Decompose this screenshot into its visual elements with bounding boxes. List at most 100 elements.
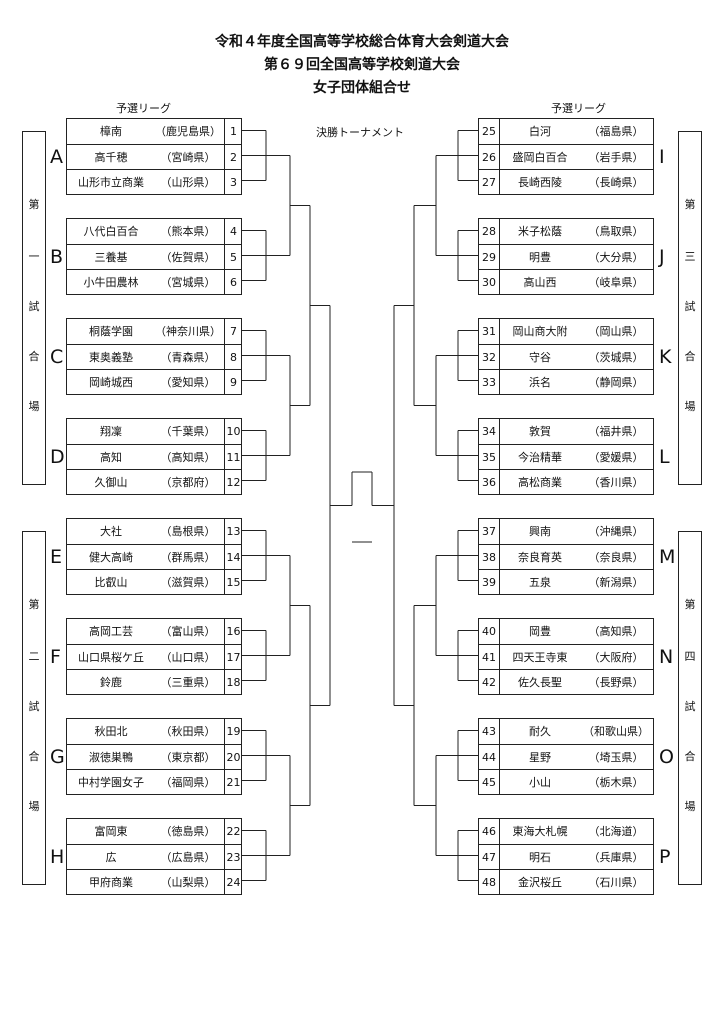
team-number: 33 [479,370,500,395]
team-row: 山口県桜ケ丘（山口県）17 [67,644,241,670]
team-number: 23 [224,845,242,870]
team-prefecture: （福岡県） [160,776,216,789]
team-prefecture: （静岡県） [588,376,644,389]
team-number: 30 [479,270,500,295]
team-name: 明石 [529,851,551,864]
team-row: 岡山商大附（岡山県）31 [479,319,653,344]
team-row: 東奥義塾（青森県）8 [67,344,241,370]
prelim-league-label-right: 予選リーグ [551,102,606,115]
team-name: 興南 [529,525,551,538]
team-prefecture: （京都府） [160,476,216,489]
team-name: 盛岡白百合 [512,151,568,164]
team-row: 白河（福島県）25 [479,119,653,144]
team-name: 奈良育英 [518,551,562,564]
team-prefecture: （大分県） [588,251,644,264]
team-row: 金沢桜丘（石川県）48 [479,869,653,895]
team-row: 高岡工芸（富山県）16 [67,619,241,644]
team-row: 久御山（京都府）12 [67,469,241,495]
team-name: 佐久長聖 [518,676,562,689]
team-name: 今治精華 [518,451,562,464]
venue-char: 試 [28,300,40,313]
team-row: 盛岡白百合 （岩手県） 26 [479,144,653,170]
team-row: 八代白百合（熊本県）4 [67,219,241,244]
team-row: 高山西（岐阜県）30 [479,269,653,295]
team-prefecture: （岐阜県） [588,276,644,289]
team-name: 高松商業 [518,476,562,489]
team-number: 38 [479,545,500,570]
team-number: 16 [224,619,242,644]
venue-char: 合 [28,750,40,763]
team-prefecture: （福島県） [588,125,644,138]
team-name: 白河 [529,125,551,138]
team-prefecture: （長崎県） [588,176,644,189]
team-prefecture: （神奈川県） [155,325,221,338]
team-name: 耐久 [529,725,551,738]
team-prefecture: （山口県） [160,651,216,664]
team-prefecture: （滋賀県） [160,576,216,589]
venue-char: 場 [684,400,696,413]
team-name: 小山 [529,776,551,789]
team-prefecture: （鹿児島県） [155,125,221,138]
team-number: 27 [479,170,500,195]
team-prefecture: （栃木県） [588,776,644,789]
team-number: 29 [479,245,500,270]
team-row: 中村学園女子（福岡県）21 [67,769,241,795]
team-number: 24 [224,870,242,895]
team-name: 富岡東 [94,825,128,838]
team-number: 5 [224,245,242,270]
team-prefecture: （兵庫県） [588,851,644,864]
team-row: 興南（沖縄県）37 [479,519,653,544]
group-letter: J [659,246,665,268]
venue-char: 試 [684,700,696,713]
venue-char: 第 [684,598,696,611]
team-row: 守谷（茨城県）32 [479,344,653,370]
group-letter: B [50,246,64,268]
team-name: 比叡山 [94,576,128,589]
team-prefecture: （岩手県） [588,151,644,164]
venue-char: 合 [684,350,696,363]
group-letter: L [659,446,670,468]
team-row: 耐久（和歌山県）43 [479,719,653,744]
team-prefecture: （香川県） [588,476,644,489]
team-number: 35 [479,445,500,470]
venue-char: 第 [28,598,40,611]
team-number: 22 [224,819,242,844]
team-prefecture: （鳥取県） [588,225,644,238]
team-number: 26 [479,145,500,170]
team-name: 高知 [100,451,122,464]
team-row: 山形市立商業（山形県）3 [67,169,242,195]
prelim-league-label-left: 予選リーグ [116,102,171,115]
team-number: 3 [224,170,242,195]
group-letter: G [50,746,65,768]
team-row: 桐蔭学園（神奈川県）7 [67,319,241,344]
team-prefecture: （三重県） [160,676,216,689]
venue-box-1: 第一試合場 [22,131,46,485]
team-name: 健大高崎 [89,551,133,564]
team-row: 岡崎城西（愛知県）9 [67,369,241,395]
team-prefecture: （秋田県） [160,725,216,738]
team-name: 高千穂 [94,151,128,164]
team-prefecture: （群馬県） [160,551,216,564]
team-row: 淑徳巣鴨（東京都）20 [67,744,241,770]
team-number: 32 [479,345,500,370]
venue-char: 一 [28,250,40,263]
team-row: 小牛田農林（宮城県）6 [67,269,241,295]
team-name: 久御山 [94,476,128,489]
venue-char: 第 [28,198,40,211]
team-prefecture: （福井県） [588,425,644,438]
team-name: 大社 [100,525,122,538]
team-name: 岡山商大附 [512,325,568,338]
venue-char: 二 [28,650,40,663]
team-row: 明豊（大分県）29 [479,244,653,270]
venue-box-4: 第四試合場 [678,531,702,885]
team-prefecture: （千葉県） [160,425,216,438]
team-name: 東奥義塾 [89,351,133,364]
venue-char: 場 [684,800,696,813]
team-row: 樟南（鹿児島県）1 [67,119,241,144]
team-number: 1 [224,119,242,144]
team-number: 40 [479,619,500,644]
final-tournament-label: 決勝トーナメント [316,126,404,139]
team-number: 14 [224,545,242,570]
team-number: 43 [479,719,500,744]
